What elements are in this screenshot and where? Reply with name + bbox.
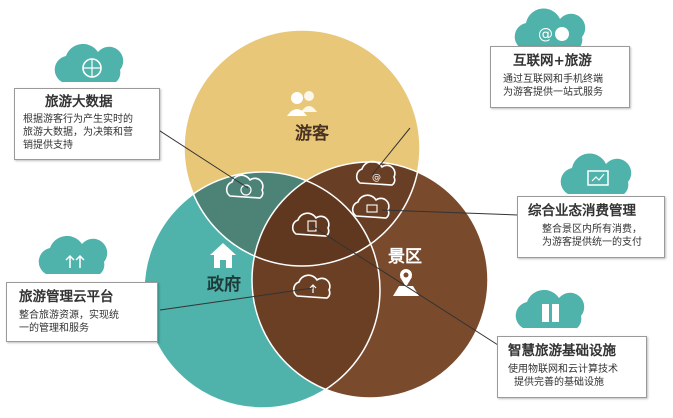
- infrastructure-box: 智慧旅游基础设施 使用物联网和云计算技术 提供完善的基础设施: [497, 336, 647, 398]
- cloud-platform-cloud-icon: [292, 274, 331, 299]
- consumption-badge-icon: [560, 153, 632, 194]
- bigdata-cloud-icon: [225, 174, 264, 199]
- cloud-platform-title: 旅游管理云平台: [19, 289, 114, 305]
- scenic-label: 景区: [388, 247, 422, 267]
- bigdata-desc-line-3: 销提供支持: [23, 140, 73, 151]
- internet-box: 互联网+旅游 通过互联网和手机终端 为游客提供一站式服务: [490, 46, 630, 108]
- consumption-box: 综合业态消费管理 整合景区内所有消费， 为游客提供统一的支付: [517, 196, 665, 258]
- government-label: 政府: [207, 274, 241, 295]
- svg-text:@: @: [538, 25, 553, 43]
- internet-cloud-icon: @: [355, 160, 396, 186]
- infrastructure-badge-icon: [515, 289, 585, 328]
- bigdata-title: 旅游大数据: [45, 94, 113, 110]
- cloud-platform-box: 旅游管理云平台 整合旅游资源，实现统 一的管理和服务: [6, 282, 158, 342]
- consumption-desc-line-1: 整合景区内所有消费，: [542, 224, 642, 235]
- tourist-label: 游客: [295, 123, 330, 144]
- internet-desc-line-2: 为游客提供一站式服务: [503, 87, 603, 98]
- bigdata-box: 旅游大数据 根据游客行为产生实时的 旅游大数据，为决策和营 销提供支持: [14, 88, 160, 160]
- infrastructure-cloud-icon: [291, 212, 330, 237]
- infrastructure-desc-line-2: 提供完善的基础设施: [514, 377, 604, 388]
- bigdata-desc-line-1: 根据游客行为产生实时的: [23, 114, 133, 125]
- internet-title: 互联网+旅游: [513, 53, 592, 69]
- consumption-title: 综合业态消费管理: [528, 203, 636, 219]
- bigdata-badge-icon: [54, 43, 124, 82]
- svg-text:@: @: [372, 173, 381, 183]
- infrastructure-title: 智慧旅游基础设施: [508, 343, 616, 359]
- scenic-map-pin-icon: [393, 269, 419, 296]
- cloud-platform-desc-line-1: 整合旅游资源，实现统: [19, 310, 119, 321]
- consumption-desc-line-2: 为游客提供统一的支付: [542, 237, 642, 248]
- infrastructure-desc-line-1: 使用物联网和云计算技术: [508, 364, 618, 375]
- internet-badge-icon: @: [514, 8, 586, 49]
- internet-desc-line-1: 通过互联网和手机终端: [503, 74, 603, 85]
- bigdata-desc-line-2: 旅游大数据，为决策和营: [23, 127, 133, 138]
- cloud-platform-desc-line-2: 一的管理和服务: [19, 323, 89, 334]
- tourist-people-icon: [287, 91, 317, 116]
- government-house-icon: [210, 243, 236, 268]
- cloud-platform-badge-icon: [38, 235, 108, 274]
